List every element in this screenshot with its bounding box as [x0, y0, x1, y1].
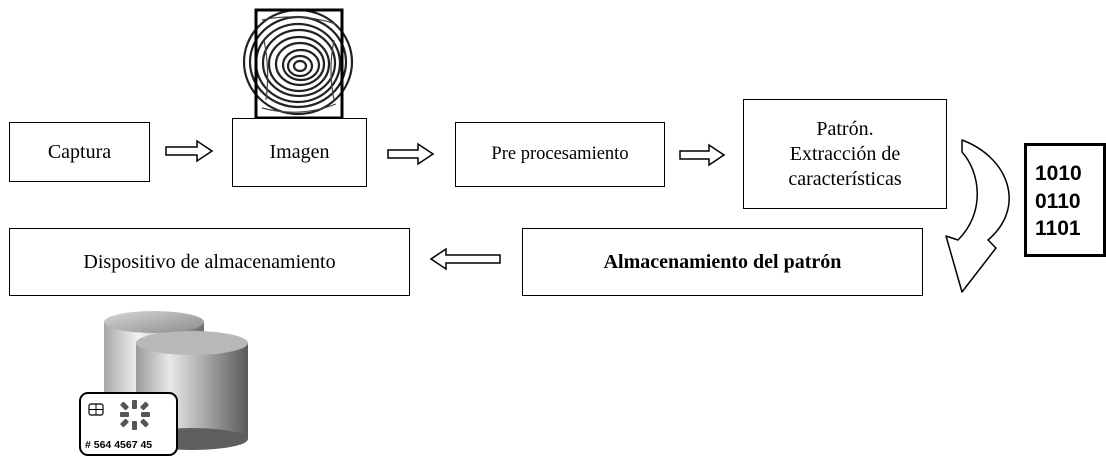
binary-line-1: 1010 — [1035, 162, 1082, 185]
card-chip-icon — [88, 403, 104, 416]
node-captura-label: Captura — [47, 140, 112, 163]
node-patron: Patrón. Extracción de características — [743, 99, 947, 209]
smart-card-icon: # 564 4567 45 — [79, 392, 178, 456]
node-almacenamiento-patron-label: Almacenamiento del patrón — [603, 250, 842, 273]
node-dispositivo: Dispositivo de almacenamiento — [9, 228, 410, 296]
node-imagen: Imagen — [232, 118, 367, 187]
curved-down-arrow-icon — [945, 139, 1010, 293]
flow-arrow-left-icon — [429, 247, 501, 271]
node-patron-label: Patrón. Extracción de características — [788, 117, 902, 190]
flow-arrow-2-icon — [387, 142, 435, 166]
binary-line-2: 0110 — [1035, 189, 1081, 213]
flow-arrow-3-icon — [679, 143, 726, 167]
node-almacenamiento-patron: Almacenamiento del patrón — [522, 228, 923, 296]
binary-code-box: 1010 0110 1101 — [1024, 143, 1106, 257]
card-number: # 564 4567 45 — [85, 439, 152, 451]
node-preprocesamiento: Pre procesamiento — [455, 122, 665, 187]
flow-arrow-1-icon — [165, 139, 214, 163]
card-logo-icon — [120, 400, 150, 430]
fingerprint-image-icon — [242, 8, 354, 120]
binary-line-3: 1101 — [1035, 217, 1081, 241]
node-imagen-label: Imagen — [269, 141, 330, 163]
node-captura: Captura — [9, 122, 150, 182]
node-dispositivo-label: Dispositivo de almacenamiento — [83, 250, 336, 273]
node-preprocesamiento-label: Pre procesamiento — [491, 143, 629, 164]
